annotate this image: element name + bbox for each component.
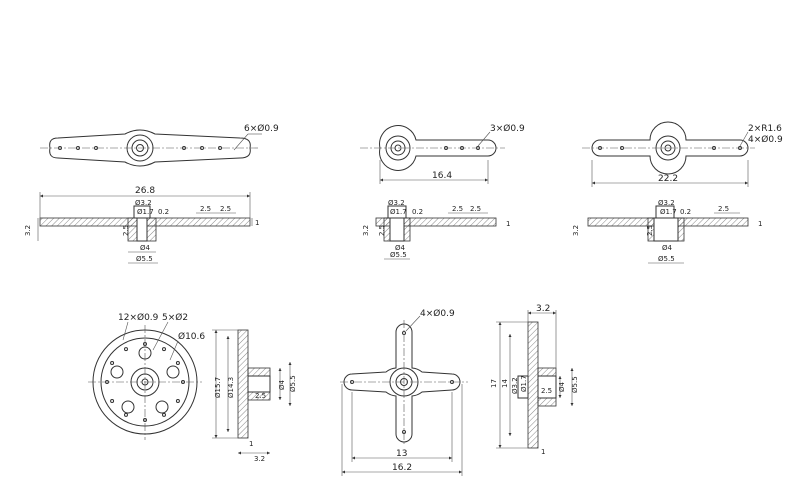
view4-small-hole [143,418,147,422]
view3-d-base: Ø5.5 [658,255,675,263]
view3-callout-h: 4×Ø0.9 [748,134,783,145]
view4-thick: 1 [249,440,253,448]
view1-section-view: 26.8 Ø3.2 Ø1.7 0.2 2.5 2.5 1 3.2 2.5 Ø4 … [24,186,259,264]
view5-front-view: 4×Ø0.9 13 16.2 [340,308,468,476]
view4-small-hole [175,361,180,365]
view2-d-hub: Ø4 [395,244,406,252]
view3-d-inner: Ø1.7 [660,208,677,216]
view4-hub-h: 2.5 [255,392,266,400]
view4-small-hole [124,347,128,352]
view4-small-hole [110,399,115,403]
view4-pcd-label: Ø10.6 [178,331,205,342]
view3-length-label: 22.2 [658,174,678,184]
view3-callout-r: 2×R1.6 [748,124,782,134]
view6-height: 3.2 [536,304,550,314]
view1-d-inner: Ø1.7 [137,208,154,216]
view6-thick: 1 [541,448,545,456]
view6-h-inner: 14 [501,379,509,388]
view2-thick: 1 [506,220,510,228]
view6-d-small: Ø1.7 [520,375,528,392]
view1-d-base: Ø5.5 [136,255,153,263]
view3-top-view: 2×R1.6 4×Ø0.9 22.2 [582,121,783,187]
view5-hole-callout: 4×Ø0.9 [420,308,455,319]
view1-pitch-b: 2.5 [220,205,231,213]
view2-pitch-a: 2.5 [452,205,463,213]
view1-thick: 1 [255,219,259,227]
view4-front-view: 12×Ø0.9 5×Ø2 Ø10.6 [88,312,205,440]
view4-d-inner: Ø14.3 [227,377,235,398]
view3-height: 3.2 [572,225,580,236]
view2-length-label: 16.4 [432,171,452,181]
view1-top-view: 6×Ø0.9 [40,123,279,167]
view4-d-base: Ø5.5 [289,375,297,392]
view2-step: 0.2 [412,208,423,216]
view6-d-top: Ø3.2 [511,377,519,394]
view2-pitch-b: 2.5 [470,205,481,213]
view4-small-hole [124,412,128,417]
view1-hub-h: 2.5 [122,225,130,236]
view4-d-hub: Ø4 [278,379,286,390]
view6-d-hub: Ø4 [558,381,566,392]
view3-step: 0.2 [680,208,691,216]
view1-hole-callout: 6×Ø0.9 [244,123,279,134]
view3-hub-h: 2.5 [646,225,654,236]
view6-d-base: Ø5.5 [571,376,579,393]
view4-small-hole [162,347,166,352]
view2-d-top: Ø3.2 [388,199,405,207]
view6-section-view: 3.2 17 14 Ø3.2 Ø1.7 2.5 Ø4 Ø5.5 1 [490,304,579,456]
view1-d-top: Ø3.2 [135,199,152,207]
view4-callout-big: 5×Ø2 [162,312,188,323]
view4-d-outer: Ø15.7 [214,377,222,398]
view6-hub-h: 2.5 [541,387,552,395]
view4-small-hole [175,399,180,403]
view3-pitch: 2.5 [718,205,729,213]
view4-small-holes [105,342,185,422]
view1-length-label: 26.8 [135,186,155,196]
view3-d-hub: Ø4 [662,244,673,252]
view3-thick: 1 [758,220,762,228]
view2-hub-h: 2.5 [378,225,386,236]
view3-section-view: Ø3.2 Ø1.7 0.2 2.5 1 3.2 2.5 Ø4 Ø5.5 [572,199,762,264]
view4-side-view: Ø15.7 Ø14.3 Ø4 Ø5.5 2.5 1 3.2 [212,329,297,463]
view5-span-outer: 16.2 [392,463,412,473]
view4-small-hole [110,361,115,365]
view1-step: 0.2 [158,208,169,216]
view4-small-hole [181,380,185,384]
view2-top-view: 3×Ø0.9 16.4 [360,123,525,184]
view2-hole-callout: 3×Ø0.9 [490,123,525,134]
view5-span-inner: 13 [396,449,407,459]
view4-small-hole [162,412,166,417]
view1-d-hub: Ø4 [140,244,151,252]
view2-section-view: Ø3.2 Ø1.7 0.2 2.5 2.5 1 3.2 2.5 Ø4 Ø5.5 [362,199,510,260]
view4-height: 3.2 [254,455,265,463]
view1-pitch-a: 2.5 [200,205,211,213]
view3-d-top: Ø3.2 [658,199,675,207]
view6-h-outer: 17 [490,379,498,388]
view4-callout-small: 12×Ø0.9 [118,312,159,323]
view1-height: 3.2 [24,225,32,236]
view2-d-inner: Ø1.7 [390,208,407,216]
view2-height: 3.2 [362,225,370,236]
view2-d-base: Ø5.5 [390,251,407,259]
